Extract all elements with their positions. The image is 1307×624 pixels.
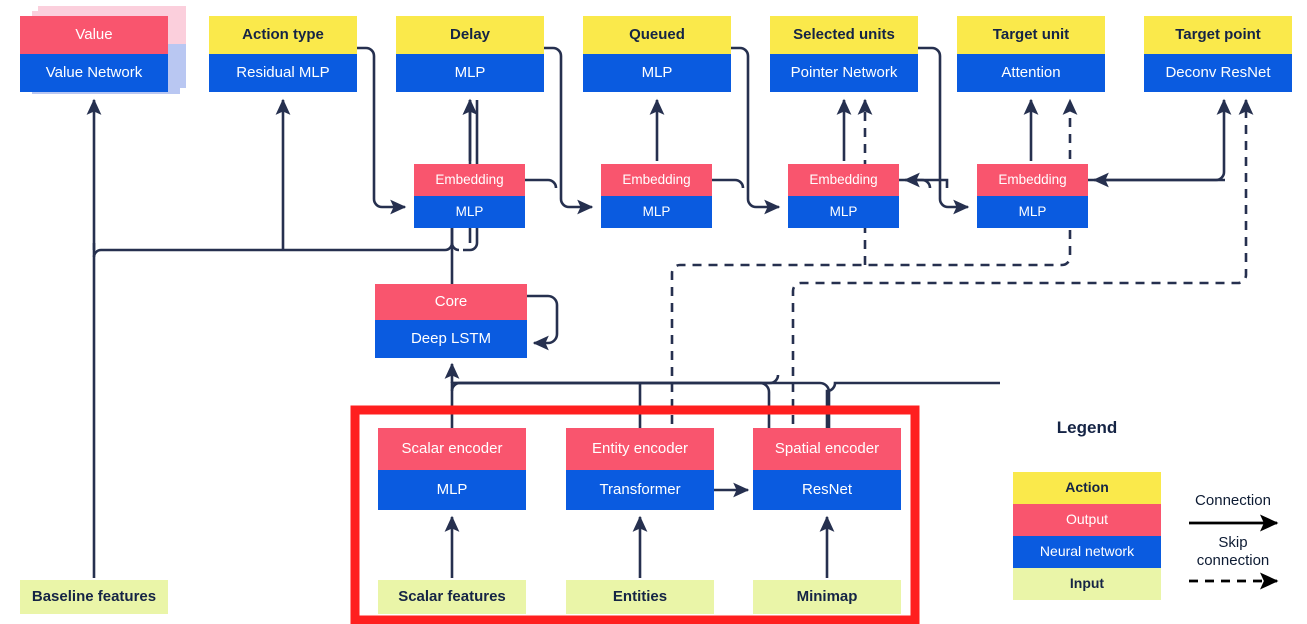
- skip-entity-to-targetunit: [670, 98, 1078, 440]
- head-box-queued: [583, 16, 731, 92]
- connection-wires: [86, 46, 1232, 578]
- core-box: [375, 284, 527, 358]
- input-box-baseline-features: [20, 580, 168, 614]
- encoder-box-scalar: [378, 428, 526, 510]
- skip-spatial-to-targetpoint: [791, 98, 1254, 440]
- input-box-entities: [566, 580, 714, 614]
- encoder-boxes: [378, 428, 901, 510]
- legend-swatches: [1013, 472, 1161, 600]
- encoder-box-entity: [566, 428, 714, 510]
- wire-selectedunits-to-emb4: [913, 46, 970, 215]
- wire-emb2-out: [712, 178, 745, 189]
- embedding-box-3: [788, 164, 899, 228]
- wire-delay-to-emb2: [539, 46, 594, 215]
- input-box-scalar-features: [378, 580, 526, 614]
- wire-emb4-to-targetpoint: [1088, 98, 1232, 182]
- head-box-selected-units: [770, 16, 918, 92]
- head-box-target-point: [1144, 16, 1292, 92]
- wire-actiontype-to-emb1: [352, 46, 407, 215]
- input-boxes: [20, 580, 901, 614]
- embedding-box-4: [977, 164, 1088, 228]
- head-box-delay: [396, 16, 544, 92]
- legend-line-samples: [1189, 514, 1279, 590]
- head-box-target-unit: [957, 16, 1105, 92]
- wire-into-emb3-left: [903, 172, 949, 188]
- wire-core-recurrent: [527, 294, 559, 351]
- embedding-boxes: [414, 164, 1088, 228]
- head-box-action-type: [209, 16, 357, 92]
- encoder-highlight-frame: [350, 405, 920, 624]
- skip-connection-wires: [670, 98, 1254, 440]
- embedding-box-2: [601, 164, 712, 228]
- embedding-box-1: [414, 164, 525, 228]
- wire-emb1-out: [525, 178, 558, 189]
- wire-queued-to-emb3: [726, 46, 781, 215]
- head-boxes: [20, 16, 1292, 92]
- encoder-box-spatial: [753, 428, 901, 510]
- input-box-minimap: [753, 580, 901, 614]
- head-box-value: [20, 16, 168, 92]
